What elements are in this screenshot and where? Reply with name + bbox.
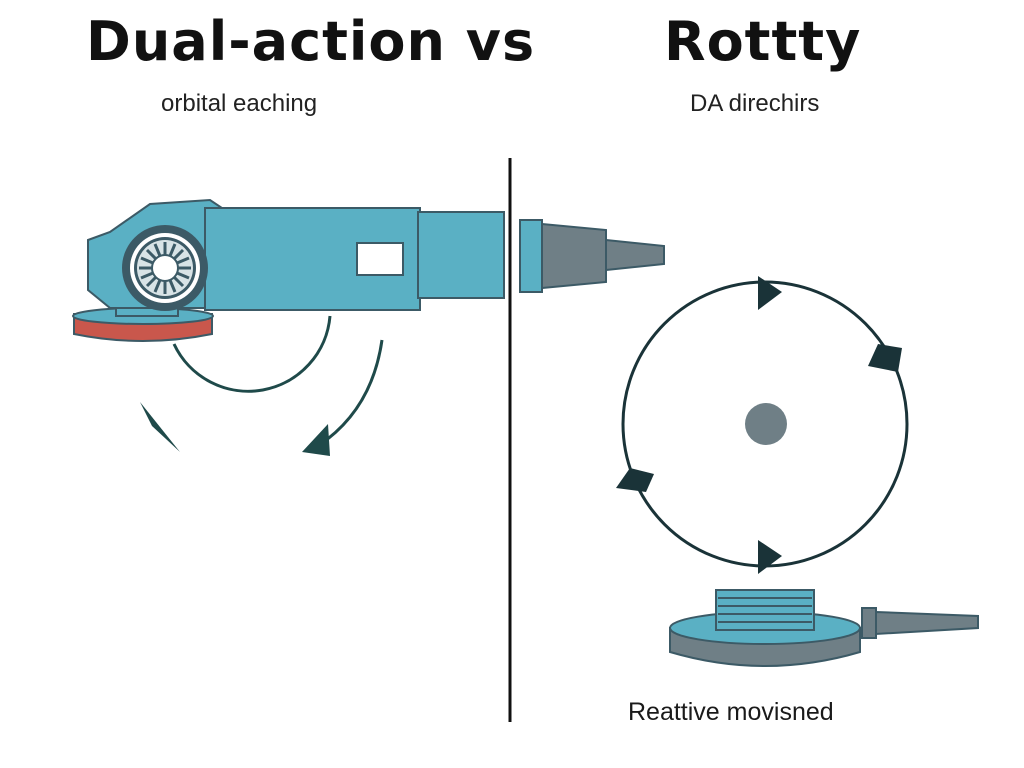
subtitle-direction: DA direchirs [690, 90, 820, 117]
arrowhead-icon [758, 540, 782, 574]
center-hub [745, 403, 787, 445]
arrowhead-icon [758, 276, 782, 310]
caption-motion: Reattive movisned [628, 698, 834, 726]
arrowhead-icon [302, 424, 330, 456]
subtitle-orbital: orbital eaching [161, 90, 318, 117]
orbit-arc-outer [317, 339, 384, 448]
rear-handle [417, 211, 505, 299]
title-rotary: Rottty [664, 10, 862, 73]
rotary-pad-icon [669, 589, 979, 667]
dual-action-polisher-icon [72, 198, 505, 342]
orbit-arc-inner [172, 315, 332, 393]
arrowhead-icon [140, 402, 180, 452]
vent-window [356, 242, 404, 276]
orbital-motion-arrows [172, 315, 384, 448]
arrowhead-icon [868, 344, 902, 372]
arrowhead-icon [616, 468, 654, 492]
title-dual-action: Dual-action vs [86, 10, 536, 73]
power-cord-icon [519, 219, 665, 293]
